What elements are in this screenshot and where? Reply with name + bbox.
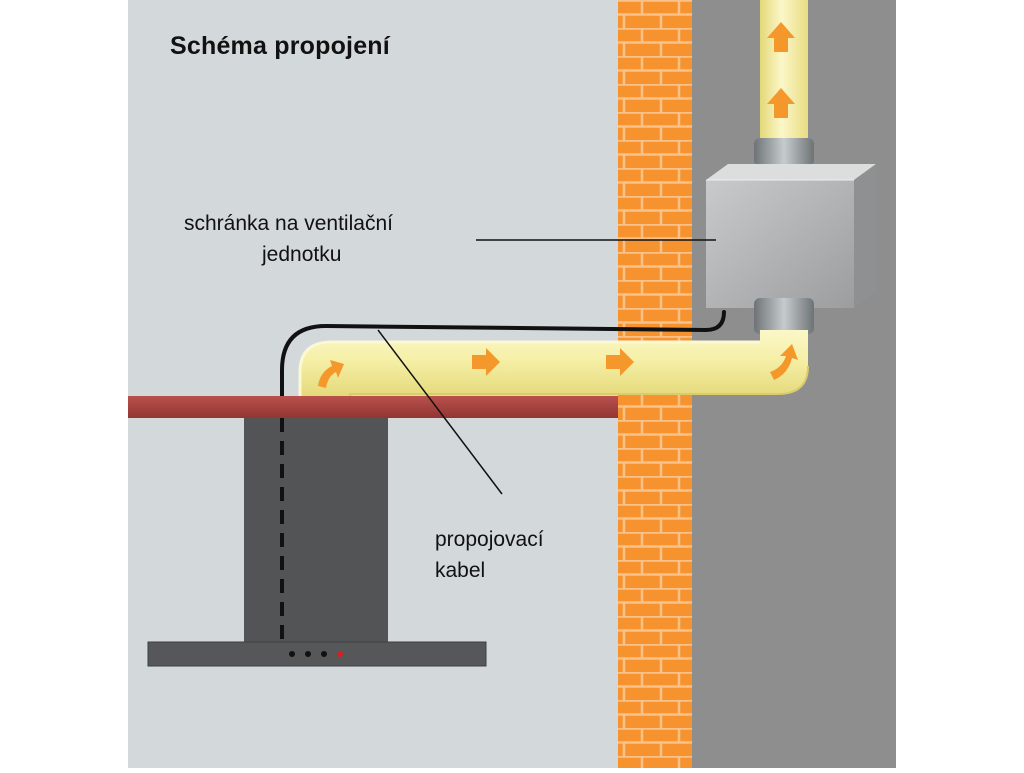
hood-chimney [244,418,388,642]
ventilation-box-label: schránka na ventilační jednotku [184,208,393,270]
exhaust-duct [754,0,814,166]
indicator-dot-icon [321,651,327,657]
hood-controls [289,651,343,657]
cooker-hood [147,641,487,667]
cable-label-line2: kabel [435,559,486,582]
flow-arrow-icon [767,88,795,118]
flow-arrow-icon [472,348,500,376]
indicator-dot-icon [289,651,295,657]
cable-label: propojovací kabel [435,524,544,586]
ventilation-box-label-line1: schránka na ventilační [184,212,393,235]
horizontal-duct [298,330,809,398]
kitchen-cabinet [128,396,618,418]
flow-arrow-icon [767,22,795,52]
indicator-dot-icon [305,651,311,657]
flow-arrow-icon [770,344,798,380]
ventilation-box-label-line2: jednotku [262,243,342,266]
ventilation-box [706,164,876,308]
flow-arrow-icon [606,348,634,376]
indicator-dot-icon [337,651,343,657]
cable-label-line1: propojovací [435,528,544,551]
cable-leader-line [377,329,503,495]
box-outlet-collar [754,298,814,334]
diagram-title: Schéma propojení [170,32,390,60]
connection-cable [280,310,726,402]
flow-arrow-icon [318,360,344,388]
